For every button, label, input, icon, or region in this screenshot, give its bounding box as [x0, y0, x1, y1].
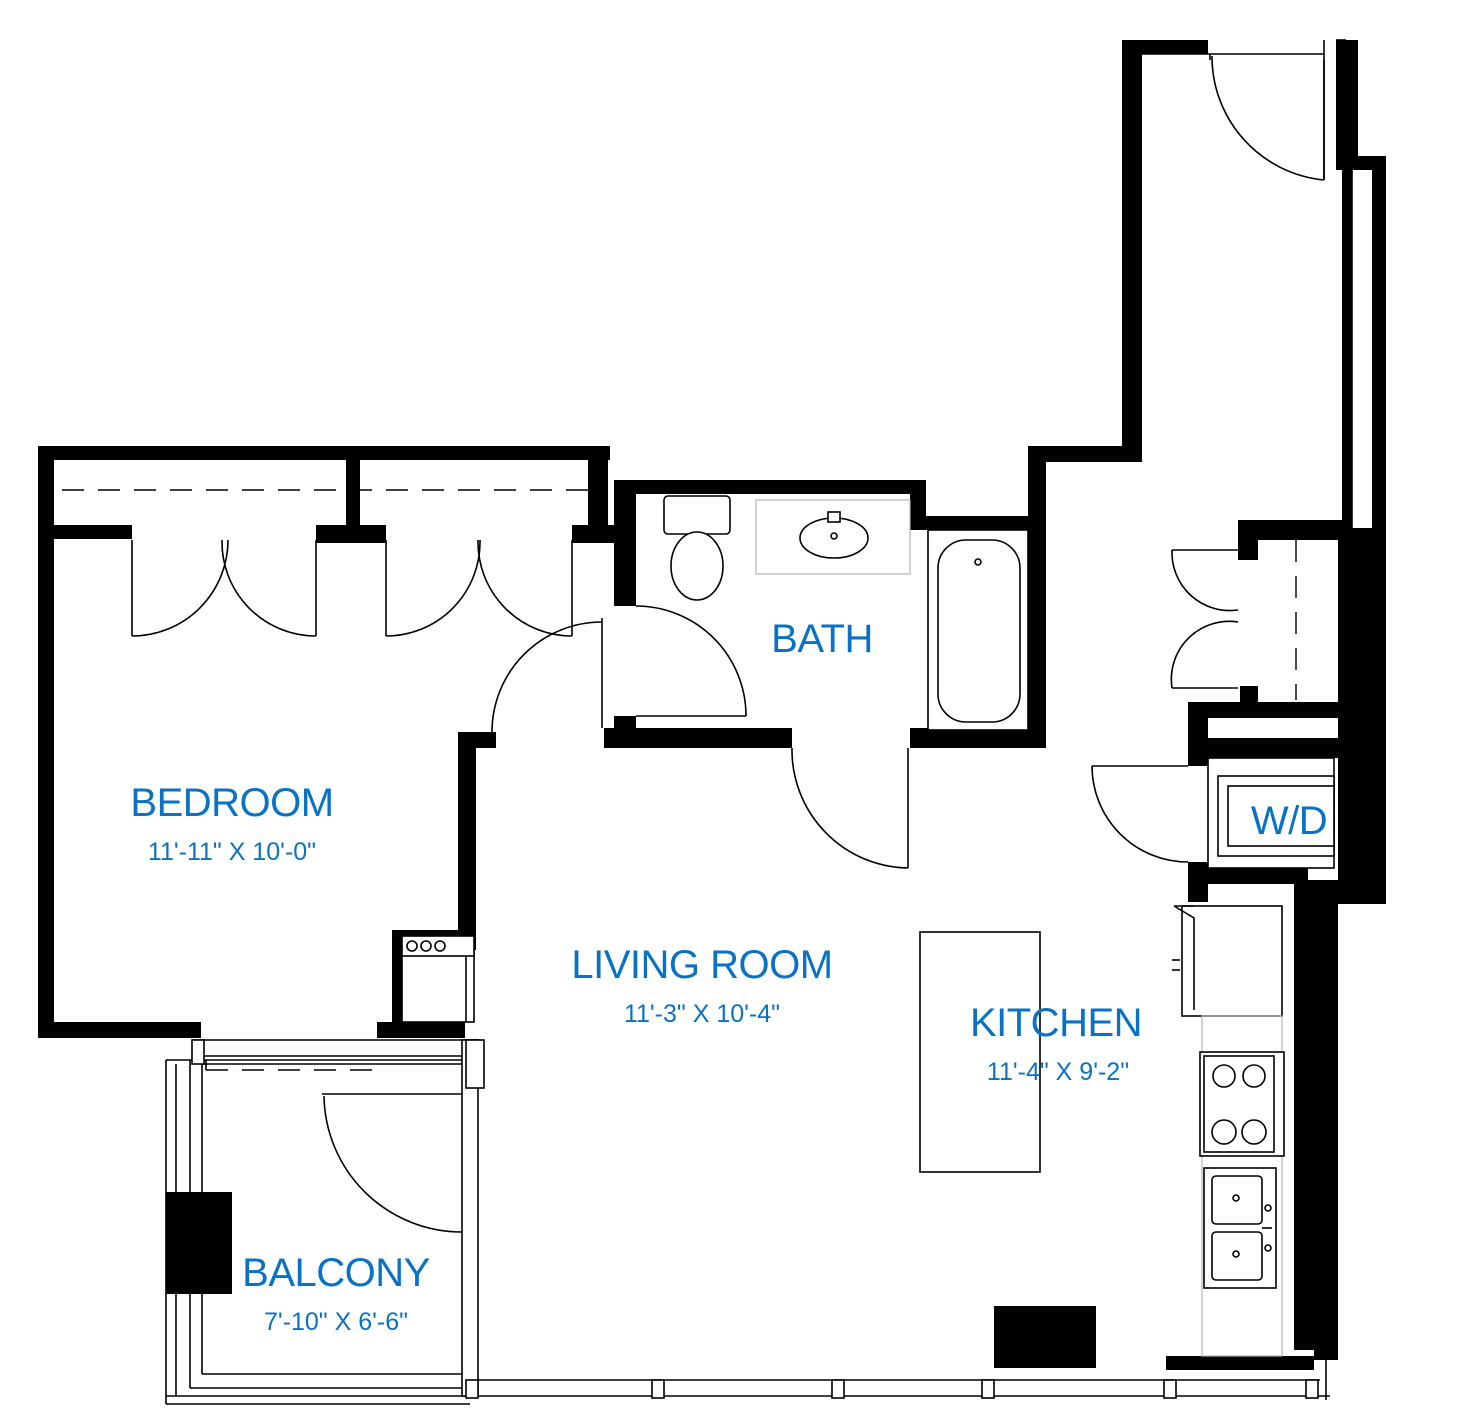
balcony-name: BALCONY	[242, 1251, 430, 1295]
living-room-name: LIVING ROOM	[571, 943, 832, 987]
kitchen-dims: 11'-4" X 9'-2"	[987, 1058, 1129, 1086]
bedroom-dims: 11'-11" X 10'-0"	[148, 838, 316, 866]
room-labels: BEDROOM 11'-11" X 10'-0" BATH LIVING ROO…	[130, 617, 1327, 1336]
balcony-dims: 7'-10" X 6'-6"	[264, 1308, 408, 1336]
bedroom-name: BEDROOM	[130, 781, 333, 825]
living-room-dims: 11'-3" X 10'-4"	[624, 1000, 780, 1028]
walls	[38, 40, 1386, 1370]
bath-name: BATH	[771, 617, 873, 661]
laundry-name: W/D	[1251, 799, 1327, 843]
thin-lines	[62, 39, 1353, 1405]
kitchen-name: KITCHEN	[970, 1001, 1142, 1045]
fixtures	[401, 495, 1335, 1357]
doors	[131, 54, 1325, 1233]
